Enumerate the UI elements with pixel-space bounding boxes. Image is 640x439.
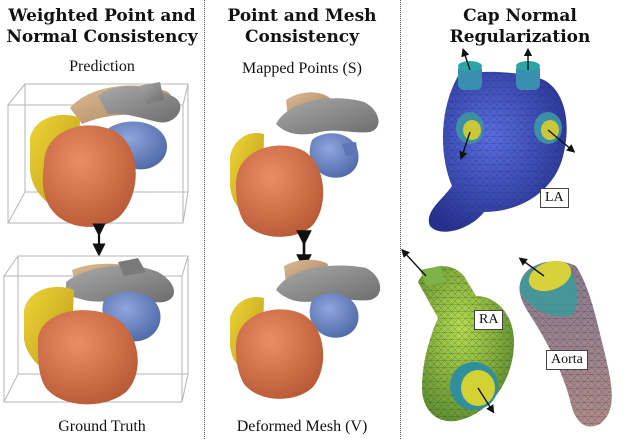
ra-label: RA	[474, 310, 504, 330]
panel3-title-line1: Cap Normal	[463, 6, 577, 26]
panel3-title: Cap Normal Regularization	[400, 6, 640, 48]
ground-truth-caption: Ground Truth	[58, 418, 146, 435]
aorta-mesh	[518, 257, 612, 427]
panel1-title-line2: Normal Consistency	[6, 27, 198, 47]
panel2-title: Point and Mesh Consistency	[204, 6, 400, 48]
ra-mesh	[401, 248, 514, 422]
panel1-title-line1: Weighted Point and	[8, 6, 196, 26]
la-mesh	[428, 47, 576, 232]
panel2-title-line1: Point and Mesh	[227, 6, 377, 26]
divider-left	[204, 0, 205, 439]
mapped-points-heart	[230, 92, 379, 237]
divider-right	[400, 0, 401, 439]
mapped-points-caption: Mapped Points (S)	[242, 60, 362, 77]
panel2-title-line2: Consistency	[244, 27, 360, 47]
prediction-caption: Prediction	[69, 58, 135, 75]
aorta-label: Aorta	[546, 350, 588, 370]
la-label: LA	[540, 188, 569, 208]
deformed-mesh-heart	[230, 259, 381, 399]
prediction-heart	[7, 82, 189, 227]
deformed-mesh-caption: Deformed Mesh (V)	[236, 418, 368, 435]
panel3-title-line2: Regularization	[449, 27, 591, 47]
panel1-title: Weighted Point and Normal Consistency	[0, 6, 204, 48]
ground-truth-heart	[3, 255, 189, 405]
